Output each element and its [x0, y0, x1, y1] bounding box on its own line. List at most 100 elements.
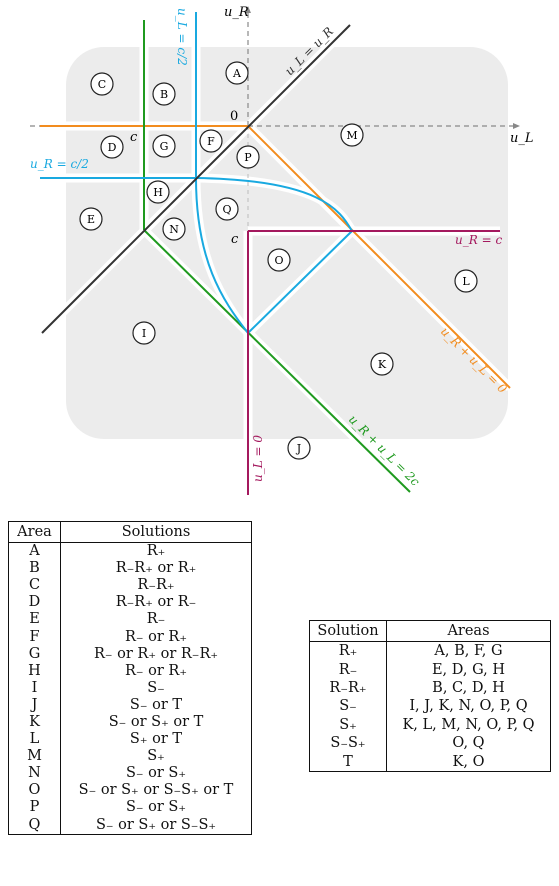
table-cell-key: S₋S₊	[309, 733, 387, 753]
uL-0-label: u_L = 0	[251, 435, 265, 482]
region-circle	[162, 217, 186, 241]
region-label: G	[160, 140, 169, 153]
table-cell-key: C	[8, 577, 61, 595]
region-n: N	[162, 217, 186, 241]
table-cell-key: L	[8, 731, 61, 749]
table-cell-value: R₋R₊ or R₊	[115, 560, 197, 577]
cyan-curve-upper	[195, 177, 353, 232]
table1-header-solutions: Solutions	[60, 521, 252, 543]
table-cell-value: R₋R₊ or R₋	[115, 594, 197, 611]
region-c: C	[90, 72, 114, 96]
region-j: J	[287, 436, 311, 460]
table-cell-value: K, L, M, N, O, P, Q	[402, 716, 535, 733]
table-cell-key: D	[8, 594, 61, 612]
table-cell-key: T	[309, 752, 387, 772]
cyan-diag-upper	[247, 230, 353, 334]
orange-diagonal-line	[247, 125, 511, 389]
region-circle	[454, 269, 478, 293]
region-label: J	[296, 442, 301, 455]
table2-header-areas: Areas	[386, 620, 551, 642]
region-circle	[215, 197, 239, 221]
table-cell-value: R₋ or R₊	[124, 662, 188, 679]
table-cell-key: P	[8, 799, 61, 817]
region-label: M	[346, 129, 357, 142]
background-region	[66, 47, 508, 439]
region-q: Q	[215, 197, 239, 221]
uR-half-label: u_R = c/2	[30, 157, 89, 171]
region-label: K	[378, 358, 387, 371]
table-row: M S₊	[8, 748, 252, 766]
region-label: H	[153, 186, 163, 199]
table-cell-key: E	[8, 611, 61, 629]
table-cell-key: G	[8, 645, 61, 663]
region-circle	[199, 129, 223, 153]
table-row: S₋I, J, K, N, O, P, Q	[309, 697, 551, 716]
region-label: N	[169, 223, 179, 236]
table-cell-key: R₊	[309, 641, 387, 661]
region-circle	[370, 352, 394, 376]
table-cell-key: F	[8, 628, 61, 646]
table-cell-key: K	[8, 713, 61, 732]
region-label: P	[244, 151, 252, 164]
table-row: S₋S₊ O, Q	[309, 733, 551, 753]
table-cell-value: R₋ or R₊	[124, 628, 188, 645]
region-h: H	[146, 180, 170, 204]
region-circle	[100, 135, 124, 159]
region-e: E	[79, 207, 103, 231]
cyan-curve-lower	[195, 177, 249, 334]
table-cell-key: O	[8, 782, 61, 800]
table-cell-value: S₋ or S₊	[125, 799, 187, 816]
table-row: P S₋ or S₊	[8, 799, 252, 817]
table-cell-value: S₋ or T	[129, 696, 183, 713]
region-circle	[152, 134, 176, 158]
table-row: R₋R₊B, C, D, H	[309, 678, 551, 698]
region-label: I	[142, 327, 146, 340]
region-circle	[90, 72, 114, 96]
table-row: T K, O	[309, 752, 551, 772]
table-cell-value: S₊ or T	[129, 731, 183, 748]
region-g: G	[152, 134, 176, 158]
region-label: E	[87, 213, 95, 226]
table-cell-value: S₊	[147, 748, 165, 765]
table-cell-value: I, J, K, N, O, P, Q	[409, 698, 528, 715]
region-circle	[267, 248, 291, 272]
region-circle	[287, 436, 311, 460]
region-label: O	[274, 254, 283, 267]
region-label: B	[160, 88, 168, 101]
table-cell-key: A	[8, 542, 61, 561]
table-cell-key: R₋	[309, 660, 387, 679]
table-cell-key: M	[8, 748, 61, 766]
table-row: C R₋R₊	[8, 577, 252, 595]
table-cell-key: R₋R₊	[309, 678, 387, 698]
table-row: L S₊ or T	[8, 731, 252, 749]
table-cell-value: A, B, F, G	[434, 643, 503, 660]
table-cell-value: R₋R₊	[137, 577, 175, 594]
region-o: O	[267, 248, 291, 272]
region-m: M	[340, 123, 364, 147]
region-k: K	[370, 352, 394, 376]
table1-header-area: Area	[8, 521, 61, 543]
table-cell-value: O, Q	[452, 735, 485, 752]
table2-header-solution: Solution	[309, 620, 387, 642]
table-cell-key: I	[8, 679, 61, 697]
region-label: L	[462, 275, 470, 288]
region-a: A	[225, 61, 249, 85]
region-l: L	[454, 269, 478, 293]
table-cell-value: K, O	[452, 753, 485, 770]
green-diagonal-line	[143, 229, 411, 493]
y-axis-label: u_R	[224, 5, 249, 20]
region-circle	[79, 207, 103, 231]
table-row: F R₋ or R₊	[8, 628, 252, 646]
table-cell-value: S₋ or S₊	[125, 765, 187, 782]
region-circle	[146, 180, 170, 204]
